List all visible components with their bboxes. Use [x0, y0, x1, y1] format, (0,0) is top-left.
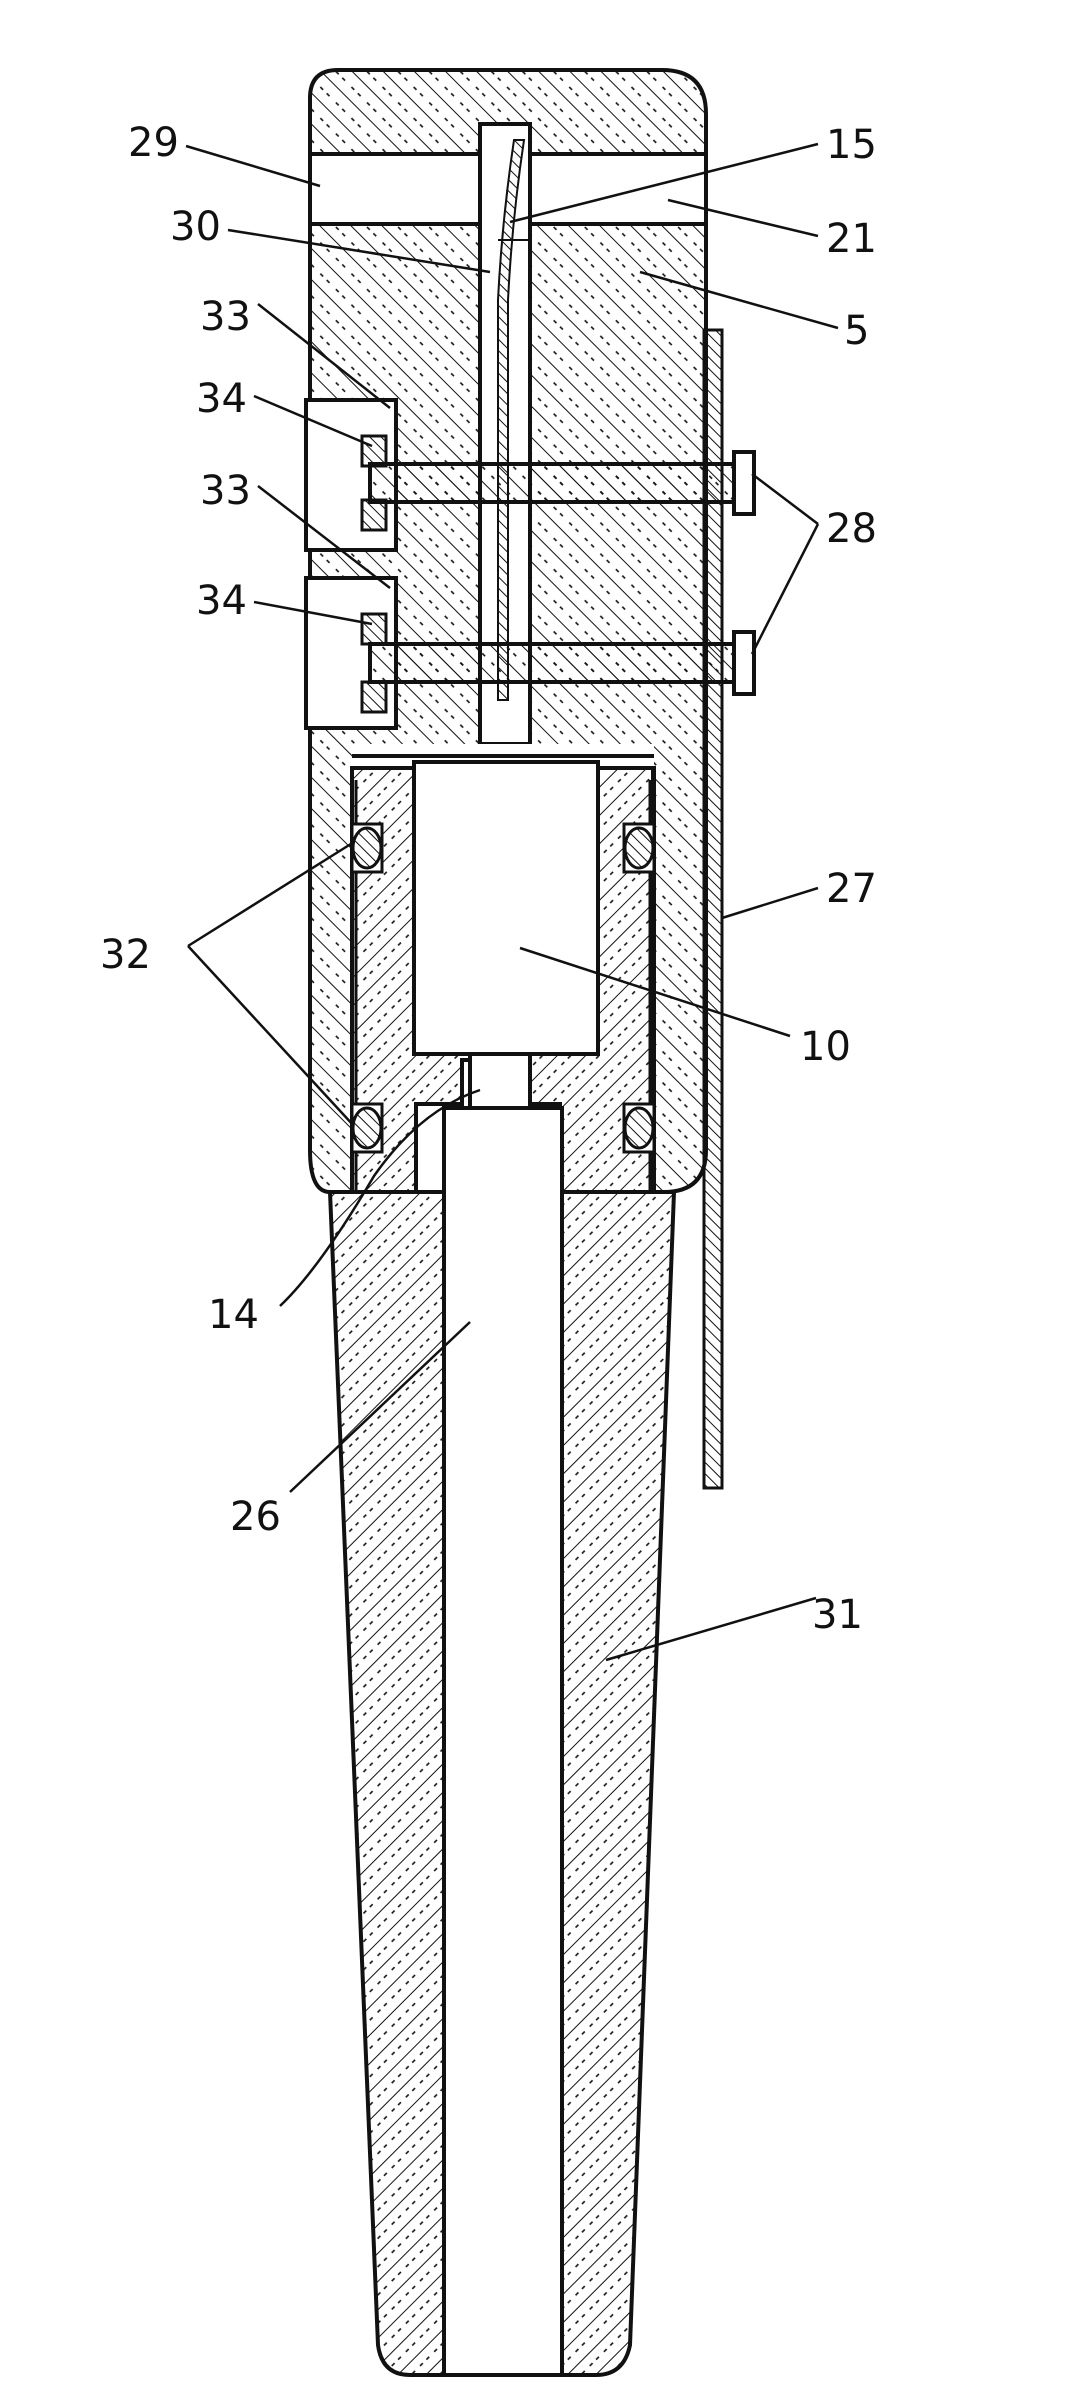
- label-30: 30: [170, 204, 221, 250]
- label-21: 21: [826, 216, 877, 262]
- label-28: 28: [826, 506, 877, 552]
- label-26: 26: [230, 1494, 281, 1540]
- label-5: 5: [844, 308, 869, 354]
- label-10: 10: [800, 1024, 851, 1070]
- label-33-upper: 33: [200, 294, 251, 340]
- label-31: 31: [812, 1592, 863, 1638]
- label-15: 15: [826, 122, 877, 168]
- label-32: 32: [100, 932, 151, 978]
- label-34-lower: 34: [196, 578, 247, 624]
- label-34-upper: 34: [196, 376, 247, 422]
- label-33-lower: 33: [200, 468, 251, 514]
- label-29: 29: [128, 120, 179, 166]
- label-27: 27: [826, 866, 877, 912]
- clip: [704, 330, 722, 1488]
- label-14: 14: [208, 1292, 259, 1338]
- tapered-handle: [330, 1108, 674, 2375]
